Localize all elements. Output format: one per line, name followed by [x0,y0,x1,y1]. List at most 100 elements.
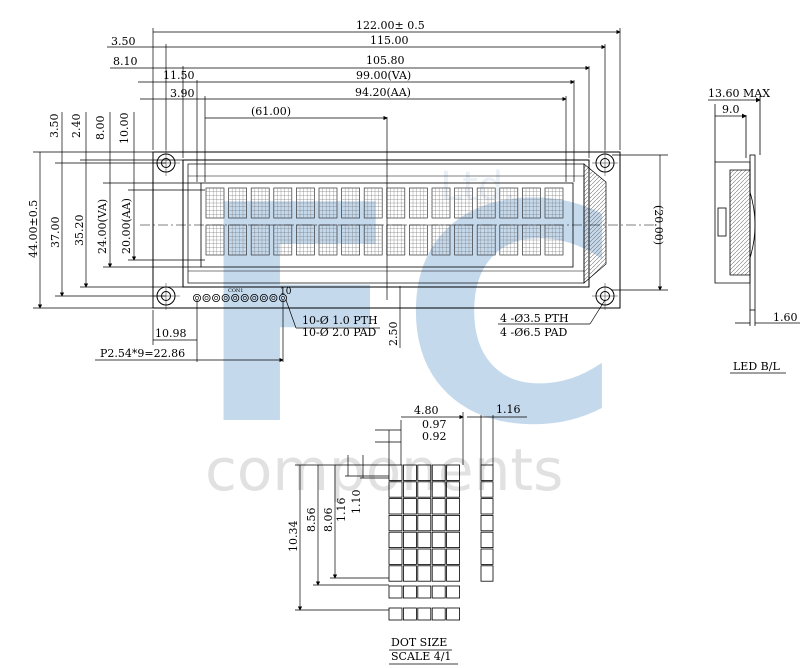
dot-cell [417,498,432,515]
char-cell [228,224,247,256]
char-cell [205,224,225,256]
dim-8-10: 8.10 [113,55,138,68]
dim-1-60: 1.60 [773,311,798,324]
dot-cell [417,548,432,565]
char-cell [250,187,270,219]
dim-9-0: 9.0 [722,103,740,116]
dot-scale-label: SCALE 4/1 [391,650,451,663]
char-cell [296,224,315,256]
dim-dot-1-16-w: 1.16 [496,403,521,416]
char-cell [341,224,360,256]
dot-cell [446,548,461,565]
dot-cell [417,481,432,498]
dot-size-title: DOT SIZE [391,636,447,649]
dot-cell [446,565,461,582]
dim-dot-4-80: 4.80 [414,404,439,417]
dot-cell [402,498,417,515]
dim-115: 115.00 [370,34,409,47]
dot-cell [402,515,417,532]
dim-height-44: 44.00±0.5 [27,200,40,258]
char-cell [273,187,293,219]
left-dimension-labels: 3.50 2.40 8.00 10.00 44.00±0.5 37.00 35.… [27,113,133,259]
dot-cell [388,548,403,565]
dim-height-35-2: 35.20 [73,215,86,247]
dim-10-98: 10.98 [155,327,187,340]
dim-20: (20.00) [652,205,665,245]
char-cell [228,187,247,219]
cursor-dot-cell [431,607,446,621]
con-label: CON1 [228,288,243,294]
connector-pin [202,293,211,302]
dot-column-cell [480,531,494,549]
watermark: FC components Ltd. [196,142,621,504]
dot-cell [388,515,403,532]
dim-dot-10-34: 10.34 [287,521,300,553]
dim-v-8-00: 8.00 [94,116,107,141]
dim-dot-1-10: 1.10 [350,490,363,515]
dot-dimensions [295,412,527,611]
mount-hole-tr [592,150,618,176]
dim-v-2-40: 2.40 [70,114,83,139]
char-cell [476,187,496,219]
char-cell [296,187,315,219]
char-cell [476,224,496,256]
cursor-dot-cell [417,585,432,599]
dot-cell [446,531,461,549]
connector-pin [212,293,221,302]
dim-mount-pth: 4 -Ø3.5 PTH [500,312,569,325]
dim-105-8: 105.80 [366,54,405,67]
dot-cell [402,481,417,498]
dim-max-depth: 13.60 MAX [708,87,770,100]
char-cell [318,224,338,256]
dot-column-cell [480,515,494,532]
dot-cell [388,565,403,582]
char-cell [499,187,519,219]
char-cell [363,224,383,256]
dim-pitch: P2.54*9=22.86 [100,347,185,360]
char-cell [544,187,564,219]
connector-pin [240,293,249,302]
connector-pin [259,293,268,302]
dim-11-50: 11.50 [163,69,195,82]
connector-pin [231,293,240,302]
dim-dot-0-97: 0.97 [422,418,447,431]
dot-cell [417,531,432,549]
dot-cell [402,548,417,565]
char-cell [341,187,360,219]
side-pcb [749,154,756,311]
right-dimension [612,154,668,291]
dot-cell [446,498,461,515]
dot-cell [388,481,403,498]
dot-cell [402,565,417,582]
dim-overall-width: 122.00± 0.5 [356,19,425,32]
dim-dot-1-16-h: 1.16 [335,498,348,523]
cursor-dot-cell [388,585,403,599]
dot-cell [431,515,446,532]
side-labels: 13.60 MAX 9.0 1.60 LED B/L [708,87,798,373]
char-cell [409,187,428,219]
connector-pins [192,293,287,302]
char-cell [273,224,293,256]
pcb-outline [152,151,621,309]
dim-v-3-50: 3.50 [48,114,61,139]
watermark-logo: FC [196,142,621,491]
dot-cell [402,531,417,549]
left-dimensions [33,112,205,309]
char-cell [318,187,338,219]
dot-column-cell [480,464,494,481]
cursor-dot-cell [388,607,403,621]
cursor-dot-cell [402,607,417,621]
connector-pin [221,293,230,302]
dot-cell [402,464,417,481]
dot-cell [388,531,403,549]
dot-column-cell [480,565,494,582]
char-cell [409,224,428,256]
char-cell [431,224,451,256]
led-label: LED B/L [733,360,780,373]
dot-cell [446,464,461,481]
dot-cell [417,565,432,582]
char-cell [454,224,473,256]
connector-pin [250,293,259,302]
bottom-dimensions [95,286,606,363]
cursor-dot-cell [446,607,461,621]
